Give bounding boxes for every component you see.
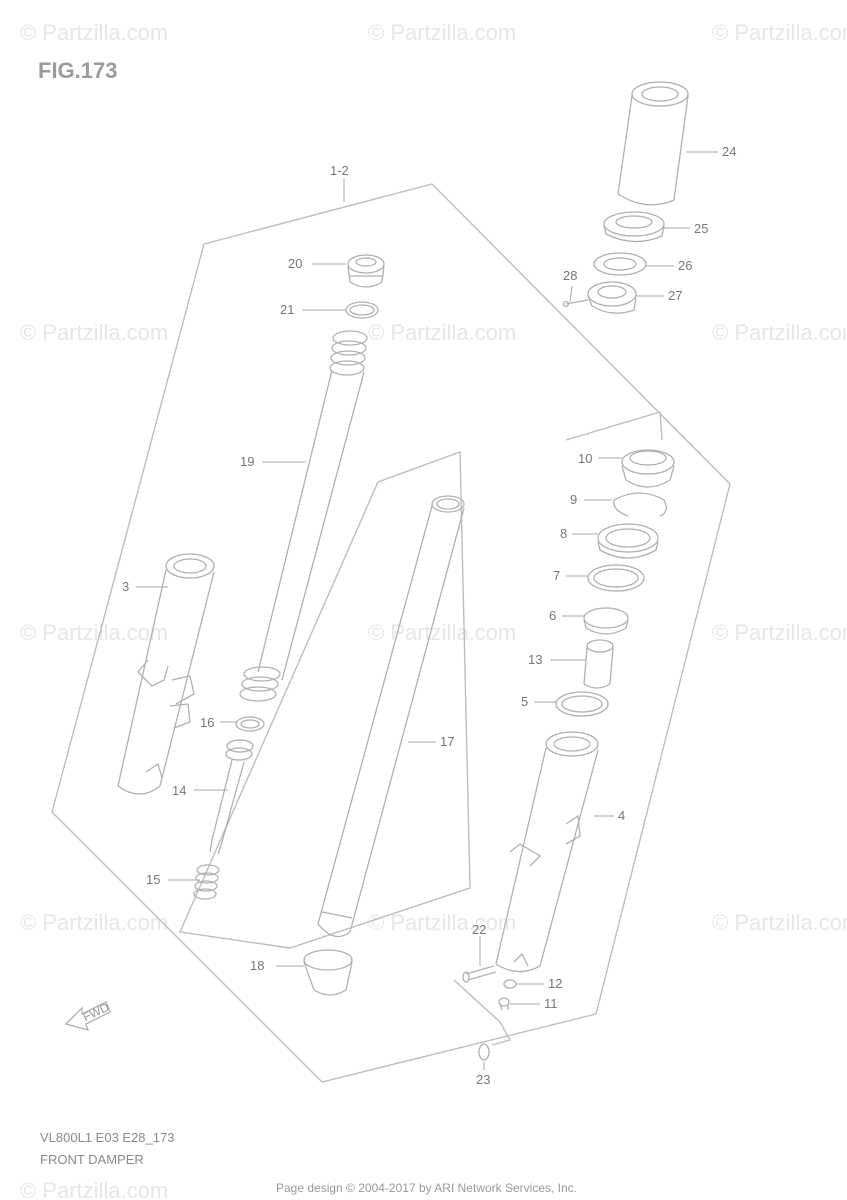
- callout-7[interactable]: 7: [553, 568, 560, 583]
- callout-26[interactable]: 26: [678, 258, 692, 273]
- callout-17[interactable]: 17: [440, 734, 454, 749]
- callout-24[interactable]: 24: [722, 144, 736, 159]
- callout-labels: 1-2 24 25 26 27 28 20 21 19 3 16 14 15 1…: [122, 144, 736, 1087]
- callout-5[interactable]: 5: [521, 694, 528, 709]
- part-22-bolt: [462, 965, 497, 983]
- part-16-ring: [235, 716, 265, 732]
- assembly-frames: [51, 183, 731, 1083]
- callout-8[interactable]: 8: [560, 526, 567, 541]
- footer-copyright: Page design © 2004-2017 by ARI Network S…: [276, 1181, 577, 1195]
- callout-16[interactable]: 16: [200, 715, 214, 730]
- bottom-right-frame: [453, 979, 512, 1046]
- part-12-washer: [503, 979, 517, 989]
- callout-11[interactable]: 11: [544, 996, 558, 1011]
- callout-1-2[interactable]: 1-2: [330, 163, 349, 178]
- part-18-bushing: [303, 949, 353, 996]
- part-3-outer-tube-left: [117, 553, 215, 795]
- part-27-clamp: [587, 281, 637, 314]
- callout-4[interactable]: 4: [618, 808, 625, 823]
- callout-9[interactable]: 9: [570, 492, 577, 507]
- callout-3[interactable]: 3: [122, 579, 129, 594]
- watermark: © Partzilla.com: [20, 1178, 168, 1200]
- part-28-pin: [562, 299, 589, 308]
- callout-6[interactable]: 6: [549, 608, 556, 623]
- watermark: © Partzilla.com: [20, 20, 168, 45]
- forward-arrow-text: FWD: [81, 1000, 112, 1024]
- callout-12[interactable]: 12: [548, 976, 562, 991]
- part-9-clip: [613, 492, 667, 517]
- diagram-title: FRONT DAMPER: [40, 1152, 144, 1167]
- part-25-ring: [603, 211, 665, 243]
- watermark: © Partzilla.com: [712, 620, 847, 645]
- part-17-inner-tube: [317, 495, 465, 938]
- part-4-outer-tube-right: [495, 731, 599, 973]
- callout-13[interactable]: 13: [528, 652, 542, 667]
- part-11-screw: [498, 997, 510, 1011]
- inner-right-frame: [565, 411, 663, 441]
- part-13-piece: [583, 639, 614, 689]
- callout-23[interactable]: 23: [476, 1072, 490, 1087]
- callout-21[interactable]: 21: [280, 302, 294, 317]
- parts: [117, 81, 689, 1061]
- callout-19[interactable]: 19: [240, 454, 254, 469]
- callout-20[interactable]: 20: [288, 256, 302, 271]
- watermark: © Partzilla.com: [712, 320, 847, 345]
- callout-10[interactable]: 10: [578, 451, 592, 466]
- part-23-o-ring: [478, 1043, 490, 1061]
- watermark: © Partzilla.com: [712, 910, 847, 935]
- part-26-washer: [593, 252, 647, 276]
- part-19-spring: [239, 330, 368, 702]
- callout-18[interactable]: 18: [250, 958, 264, 973]
- watermark: © Partzilla.com: [368, 320, 516, 345]
- watermark: © Partzilla.com: [368, 620, 516, 645]
- part-10-dust-seal: [621, 449, 675, 488]
- leader-lines: [136, 151, 718, 1070]
- part-24-cover: [617, 81, 689, 206]
- part-20-cap-bolt: [347, 254, 385, 288]
- outer-assembly-frame: [51, 183, 731, 1083]
- part-8-oil-seal: [597, 523, 659, 559]
- callout-28[interactable]: 28: [563, 268, 577, 283]
- callout-25[interactable]: 25: [694, 221, 708, 236]
- callout-27[interactable]: 27: [668, 288, 682, 303]
- fork-tube-frame: [178, 451, 471, 949]
- watermark: © Partzilla.com: [368, 910, 516, 935]
- part-6-bushing: [583, 607, 629, 635]
- part-5-ring: [555, 691, 609, 717]
- watermark: © Partzilla.com: [712, 20, 847, 45]
- watermark: © Partzilla.com: [20, 620, 168, 645]
- watermark-group: © Partzilla.com © Partzilla.com © Partzi…: [20, 20, 847, 1200]
- forward-arrow-icon: FWD: [64, 1000, 112, 1031]
- watermark: © Partzilla.com: [368, 20, 516, 45]
- part-7-washer: [587, 564, 645, 592]
- part-15-spring: [193, 864, 220, 900]
- figure-label: FIG.173: [38, 58, 117, 83]
- part-14-rod: [209, 739, 254, 855]
- model-code: VL800L1 E03 E28_173: [40, 1130, 174, 1145]
- watermark: © Partzilla.com: [20, 320, 168, 345]
- callout-15[interactable]: 15: [146, 872, 160, 887]
- callout-14[interactable]: 14: [172, 783, 186, 798]
- part-21-o-ring: [345, 301, 379, 319]
- watermark: © Partzilla.com: [20, 910, 168, 935]
- callout-22[interactable]: 22: [472, 922, 486, 937]
